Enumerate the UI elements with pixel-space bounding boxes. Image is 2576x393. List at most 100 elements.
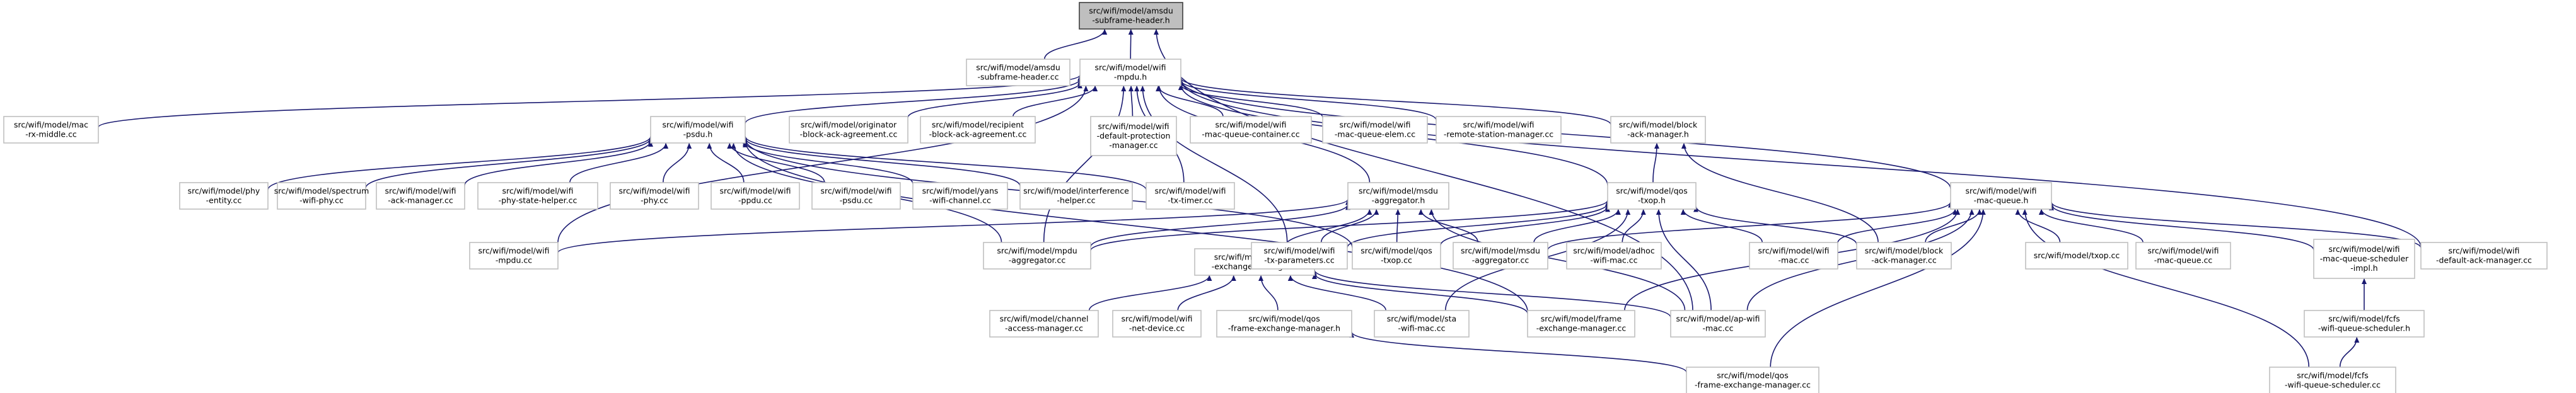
edge-ap_mac-to-fem_h <box>1312 270 1671 318</box>
node-spectrum_phy[interactable]: src/wifi/model/spectrum-wifi-phy.cc <box>274 182 369 210</box>
node-wifi_mpdu_cc[interactable]: src/wifi/model/wifi-mpdu.cc <box>469 242 559 270</box>
node-msdu_agg_h[interactable]: src/wifi/model/msdu-aggregator.h <box>1347 182 1449 210</box>
node-box <box>1352 242 1441 270</box>
node-default_prot[interactable]: src/wifi/model/wifi-default-protection-m… <box>1090 116 1177 156</box>
node-recipient[interactable]: src/wifi/model/recipient-block-ack-agree… <box>920 116 1036 144</box>
node-box <box>3 116 99 144</box>
node-phy_state[interactable]: src/wifi/model/wifi-phy-state-helper.cc <box>477 182 598 210</box>
node-ap_mac[interactable]: src/wifi/model/ap-wifi-mac.cc <box>1670 310 1766 338</box>
node-net_device[interactable]: src/wifi/model/wifi-net-device.cc <box>1112 310 1202 338</box>
node-label-line: -manager.cc <box>1109 140 1157 150</box>
node-qos_txop_h[interactable]: src/wifi/model/qos-txop.h <box>1607 182 1697 210</box>
node-tx_params[interactable]: src/wifi/model/wifi-tx-parameters.cc <box>1251 242 1348 270</box>
node-txop_cc[interactable]: src/wifi/model/txop.cc <box>2025 242 2128 270</box>
node-wifi_mac[interactable]: src/wifi/model/wifi-mac.cc <box>1749 242 1838 270</box>
node-wifi_psdu[interactable]: src/wifi/model/wifi-psdu.cc <box>811 182 901 210</box>
node-psdu_h[interactable]: src/wifi/model/wifi-psdu.h <box>650 116 746 144</box>
edge-wifi_psdu-to-psdu_h <box>727 142 825 183</box>
node-box <box>2420 242 2548 270</box>
node-label-line: src/wifi/model/wifi <box>479 246 550 256</box>
node-mpdu_h[interactable]: src/wifi/model/wifi-mpdu.h <box>1079 59 1181 86</box>
node-box <box>1607 182 1697 210</box>
node-box <box>610 182 699 210</box>
node-remote_station[interactable]: src/wifi/model/wifi-remote-station-manag… <box>1436 116 1562 144</box>
node-msdu_agg_cc[interactable]: src/wifi/model/msdu-aggregator.cc <box>1453 242 1548 270</box>
node-label-line: src/wifi/model/spectrum <box>274 186 369 196</box>
node-tx_timer[interactable]: src/wifi/model/wifi-tx-timer.cc <box>1146 182 1235 210</box>
node-label-line: src/wifi/model/wifi <box>1463 120 1535 130</box>
node-label-line: src/wifi/model/msdu <box>1359 186 1438 196</box>
node-scheduler_impl[interactable]: src/wifi/model/wifi-mac-queue-scheduler-… <box>2313 239 2415 279</box>
node-yans[interactable]: src/wifi/model/yans-wifi-channel.cc <box>912 182 1008 210</box>
node-block_ack_cc[interactable]: src/wifi/model/block-ack-manager.cc <box>1856 242 1952 270</box>
node-box <box>1749 242 1838 270</box>
node-box <box>1374 310 1470 338</box>
edge-psdu_h-to-mpdu_h <box>745 79 1082 124</box>
node-interference[interactable]: src/wifi/model/interference-helper.cc <box>1019 182 1133 210</box>
node-label-line: -wifi-mac.cc <box>1398 324 1445 333</box>
node-label-line: src/wifi/model/originator <box>801 120 897 130</box>
node-label-line: src/wifi/model/ap-wifi <box>1676 314 1760 324</box>
node-box <box>1322 116 1428 144</box>
node-label-line: -default-protection <box>1097 131 1171 140</box>
node-label-line: -mpdu.h <box>1114 72 1147 82</box>
node-fcfs_h[interactable]: src/wifi/model/fcfs-wifi-queue-scheduler… <box>2304 310 2425 338</box>
node-ack_manager[interactable]: src/wifi/model/wifi-ack-manager.cc <box>376 182 465 210</box>
node-label-line: src/wifi/model/yans <box>922 186 999 196</box>
node-label-line: src/wifi/model/amsdu <box>1089 6 1173 16</box>
node-channel_access[interactable]: src/wifi/model/channel-access-manager.cc <box>989 310 1099 338</box>
node-fem_cc[interactable]: src/wifi/model/frame-exchange-manager.cc <box>1527 310 1635 338</box>
edge-wifi_mac-to-mac_queue_h <box>1837 208 1958 244</box>
node-mac_queue_h[interactable]: src/wifi/model/wifi-mac-queue.h <box>1950 182 2052 210</box>
edge-wifi_phy-to-psdu_h <box>663 142 692 183</box>
node-label-line: src/wifi/model/wifi <box>1758 246 1830 256</box>
edge-ap_mac-to-msdu_agg_h <box>1429 208 1686 311</box>
node-box <box>989 310 1099 338</box>
node-box <box>1347 182 1449 210</box>
node-box <box>2304 310 2425 338</box>
node-block_ack_h[interactable]: src/wifi/model/block-ack-manager.h <box>1610 116 1706 144</box>
node-label-line: -frame-exchange-manager.h <box>1228 324 1340 333</box>
node-label-line: src/wifi/model/fcfs <box>2328 314 2400 324</box>
node-amsdu_cc[interactable]: src/wifi/model/amsdu-subframe-header.cc <box>966 59 1070 86</box>
node-wifi_phy[interactable]: src/wifi/model/wifi-phy.cc <box>610 182 699 210</box>
node-phy_entity[interactable]: src/wifi/model/phy-entity.cc <box>179 182 269 210</box>
node-label-line: -mac.cc <box>1778 256 1809 265</box>
node-box <box>983 242 1091 270</box>
edge-sta_mac-to-fem_h <box>1287 275 1387 311</box>
edge-spectrum_phy-to-psdu_h <box>365 137 653 188</box>
node-label-line: -net-device.cc <box>1129 324 1185 333</box>
node-label-line: -wifi-channel.cc <box>929 196 991 205</box>
node-mac_queue_cc[interactable]: src/wifi/model/wifi-mac-queue.cc <box>2135 242 2231 270</box>
node-qos_fem_cc[interactable]: src/wifi/model/qos-frame-exchange-manage… <box>1686 367 1819 393</box>
node-box <box>1190 116 1312 144</box>
node-qos_txop_cc[interactable]: src/wifi/model/qos-txop.cc <box>1352 242 1441 270</box>
node-originator[interactable]: src/wifi/model/originator-block-ack-agre… <box>789 116 908 144</box>
node-label-line: src/wifi/model/channel <box>1000 314 1089 324</box>
node-label-line: src/wifi/model/recipient <box>932 120 1024 130</box>
node-adhoc[interactable]: src/wifi/model/adhoc-wifi-mac.cc <box>1566 242 1662 270</box>
node-wifi_ppdu[interactable]: src/wifi/model/wifi-ppdu.cc <box>711 182 800 210</box>
edge-tx_params-to-mpdu_h <box>1140 85 1288 243</box>
node-amsdu_hdr[interactable]: src/wifi/model/amsdu-subframe-header.h <box>1079 2 1183 30</box>
edge-mpdu_agg_cc-to-mpdu_h <box>1043 85 1127 243</box>
node-mac_rx_middle[interactable]: src/wifi/model/mac-rx-middle.cc <box>3 116 99 144</box>
node-queue_elem[interactable]: src/wifi/model/wifi-mac-queue-elem.cc <box>1322 116 1428 144</box>
edge-mpdu_agg_cc-to-qos_txop_h <box>1090 200 1610 251</box>
node-default_ack[interactable]: src/wifi/model/wifi-default-ack-manager.… <box>2420 242 2548 270</box>
node-queue_container[interactable]: src/wifi/model/wifi-mac-queue-container.… <box>1190 116 1312 144</box>
node-label-line: src/wifi/model/mac <box>14 120 88 130</box>
edge-fcfs_cc-to-mac_queue_h <box>2022 208 2310 368</box>
node-label-line: src/wifi/model/interference <box>1023 186 1129 196</box>
node-box <box>1251 242 1348 270</box>
node-sta_mac[interactable]: src/wifi/model/sta-wifi-mac.cc <box>1374 310 1470 338</box>
node-qos_fem_h[interactable]: src/wifi/model/qos-frame-exchange-manage… <box>1216 310 1352 338</box>
edge-wifi_mpdu_cc-to-mpdu_h <box>557 85 1089 243</box>
node-label-line: -helper.cc <box>1057 196 1096 205</box>
edge-default_prot-to-mpdu_h <box>1128 85 1134 117</box>
node-label-line: -txop.cc <box>1381 256 1412 265</box>
node-fcfs_cc[interactable]: src/wifi/model/fcfs-wifi-queue-scheduler… <box>2269 367 2396 393</box>
node-box <box>711 182 800 210</box>
node-mpdu_agg_cc[interactable]: src/wifi/model/mpdu-aggregator.cc <box>983 242 1091 270</box>
